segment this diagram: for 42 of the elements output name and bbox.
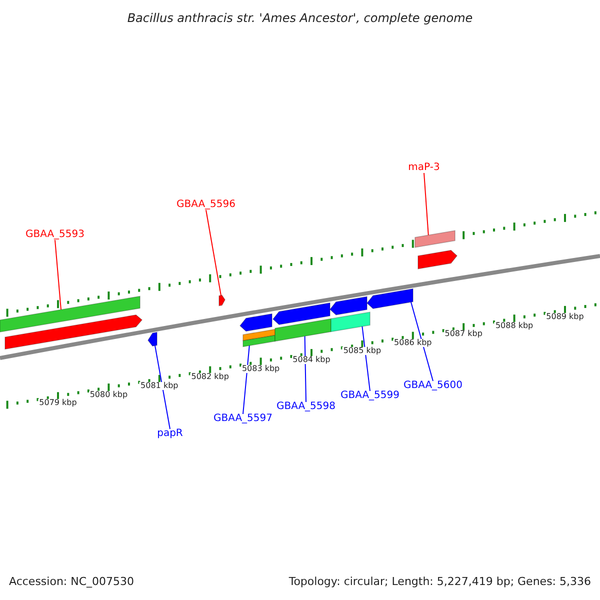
- cds-bar: [330, 312, 370, 332]
- accession-text: Accession: NC_007530: [9, 576, 134, 587]
- gene-label: GBAA_5598: [276, 402, 336, 412]
- gene-label: papR: [157, 429, 183, 439]
- gene-block: [148, 332, 158, 347]
- scale-label: 5082 kbp: [190, 373, 230, 382]
- leader-line: [242, 345, 250, 414]
- leader-line: [304, 336, 306, 402]
- gene-block: [366, 288, 414, 310]
- title: Bacillus anthracis str. 'Ames Ancestor', complete genome: [126, 12, 474, 24]
- leader-line: [154, 345, 170, 430]
- gene-label: GBAA_5593: [25, 230, 85, 240]
- gene-label: GBAA_5600: [403, 381, 463, 391]
- scale-label: 5081 kbp: [140, 382, 180, 390]
- gene-label: GBAA_5596: [176, 200, 236, 210]
- gene-block: [329, 296, 368, 316]
- gene-label: GBAA_5599: [340, 391, 400, 401]
- scale-label: 5085 kbp: [342, 347, 382, 356]
- scale-label: 5086 kbp: [393, 338, 433, 347]
- scale-label: 5084 kbp: [292, 356, 332, 364]
- cds-bar: [414, 230, 456, 248]
- gene-block: [239, 313, 272, 332]
- scale-label: 5087 kbp: [444, 330, 484, 338]
- scale-label: 5083 kbp: [240, 364, 281, 373]
- leader-line: [410, 302, 434, 382]
- leader-line: [54, 240, 62, 310]
- gene-block: [218, 294, 226, 306]
- gene-block: [418, 250, 458, 270]
- leader-line: [206, 210, 222, 296]
- gene-block: [4, 314, 143, 350]
- cds-bar: [0, 296, 140, 332]
- gene-label: GBAA_5597: [213, 414, 273, 424]
- scale-label: 5080 kbp: [88, 390, 129, 399]
- leader-line: [424, 172, 429, 236]
- cds-bar: [274, 318, 332, 342]
- scale-label: 5079 kbp: [38, 399, 78, 408]
- scale-label: 5088 kbp: [494, 322, 534, 330]
- leader-line: [362, 326, 370, 392]
- gene-label: maP-3: [408, 163, 440, 173]
- scale-label: 5089 kbp: [545, 312, 585, 321]
- cds-bar: [242, 334, 276, 348]
- genome-summary-text: Topology: circular; Length: 5,227,419 bp; Genes: 5,336: [288, 576, 591, 587]
